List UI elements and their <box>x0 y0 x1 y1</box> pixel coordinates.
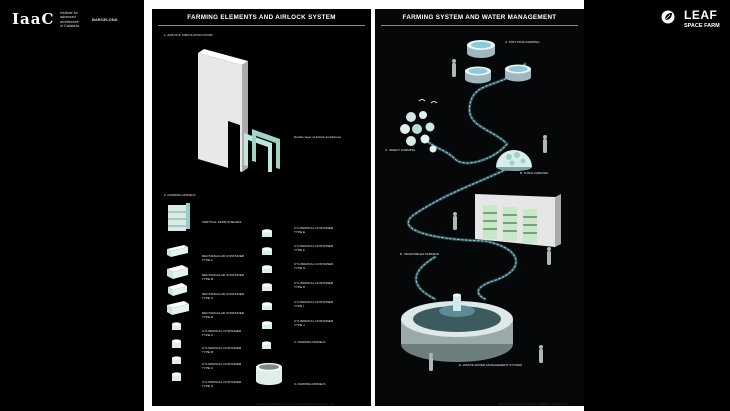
human-figures <box>429 59 551 371</box>
label-insect: C. INSECT FARMING <box>385 148 416 152</box>
left-panel-caption: SAMPLE ELEMENTS FOR SPACE FARMING SCALE … <box>256 402 335 406</box>
label-waste-water: E. WASTE WATER MANAGEMENT SYSTEM <box>459 363 522 367</box>
flow-pipes <box>407 62 527 301</box>
insect-farming-models <box>400 99 438 153</box>
cyl-container-d <box>172 372 181 381</box>
leaf-title: LEAF <box>684 8 718 22</box>
cyl-container-h <box>262 283 272 291</box>
waste-water-tank-model <box>401 293 513 362</box>
door-note: Double layer of airlock doorframes <box>294 135 342 139</box>
farming-system-panel: FARMING SYSTEM AND WATER MANAGEMENT <box>375 9 584 406</box>
section-airlock-label: 1. AIRLOCK CIRCULATION DOOR <box>164 33 213 37</box>
iaac-line: architecture <box>60 19 79 24</box>
model-label: 3. FARMING MODELS <box>294 340 326 344</box>
leaf-subtitle: SPACE FARM <box>684 23 720 29</box>
iaac-line: of Catalonia <box>60 23 80 28</box>
vegetables-farming-model <box>475 194 561 247</box>
label-fish-tank: A. FISH TANK FARMING <box>505 40 540 44</box>
cyl-container-small <box>262 341 271 349</box>
iaac-line: Institute for <box>60 11 78 15</box>
cyl-container-j <box>262 321 272 329</box>
fungi-farming-model <box>496 150 532 171</box>
model-label: 3. FARMING MODELS <box>294 382 326 386</box>
cyl-container-b <box>172 339 181 348</box>
rect-container-a <box>167 245 188 257</box>
water-flow-diagram <box>400 40 561 371</box>
cyl-container-f <box>262 247 272 255</box>
farming-models-right-drawings <box>252 225 292 395</box>
iaac-line: advanced <box>60 15 76 20</box>
airlock-door-drawing <box>182 47 282 172</box>
title-divider <box>158 25 365 26</box>
left-panel-title: FARMING ELEMENTS AND AIRLOCK SYSTEM <box>187 14 336 21</box>
right-panel-title: FARMING SYSTEM AND WATER MANAGEMENT <box>402 14 557 21</box>
leaf-icon <box>661 10 675 24</box>
cyl-container-c <box>172 356 181 364</box>
model-label: VERTICAL FARM SHELVES <box>202 220 242 224</box>
cyl-container-a <box>172 322 181 330</box>
rect-container-c <box>168 283 187 296</box>
cyl-container-i <box>262 302 272 310</box>
label-vegetables: D. VEGETABLES FARMING <box>400 252 440 256</box>
iaac-logo: IaaC <box>12 10 55 28</box>
large-tub-model <box>256 363 282 385</box>
rect-container-b <box>167 265 188 279</box>
title-divider <box>381 25 578 26</box>
cyl-container-g <box>262 265 272 273</box>
iaac-city: BARCELONA <box>92 17 118 22</box>
label-fungi: B. FUNGI FARMING <box>520 171 549 175</box>
cyl-container-e <box>262 229 272 237</box>
vertical-shelves-model <box>168 203 190 231</box>
farming-elements-panel: FARMING ELEMENTS AND AIRLOCK SYSTEM 1. A… <box>152 9 371 406</box>
fish-tank-models <box>465 40 531 84</box>
farming-models-left-drawings <box>162 201 202 391</box>
iaac-institute-text: Institute for advanced architecture of C… <box>60 11 100 28</box>
section-farming-models-label: 2. FARMING MODELS <box>164 193 196 197</box>
rect-container-d <box>167 301 189 315</box>
right-panel-caption: ACTIVITY FLOW AT SPACE FARMING SCALE 1:5… <box>498 402 568 406</box>
